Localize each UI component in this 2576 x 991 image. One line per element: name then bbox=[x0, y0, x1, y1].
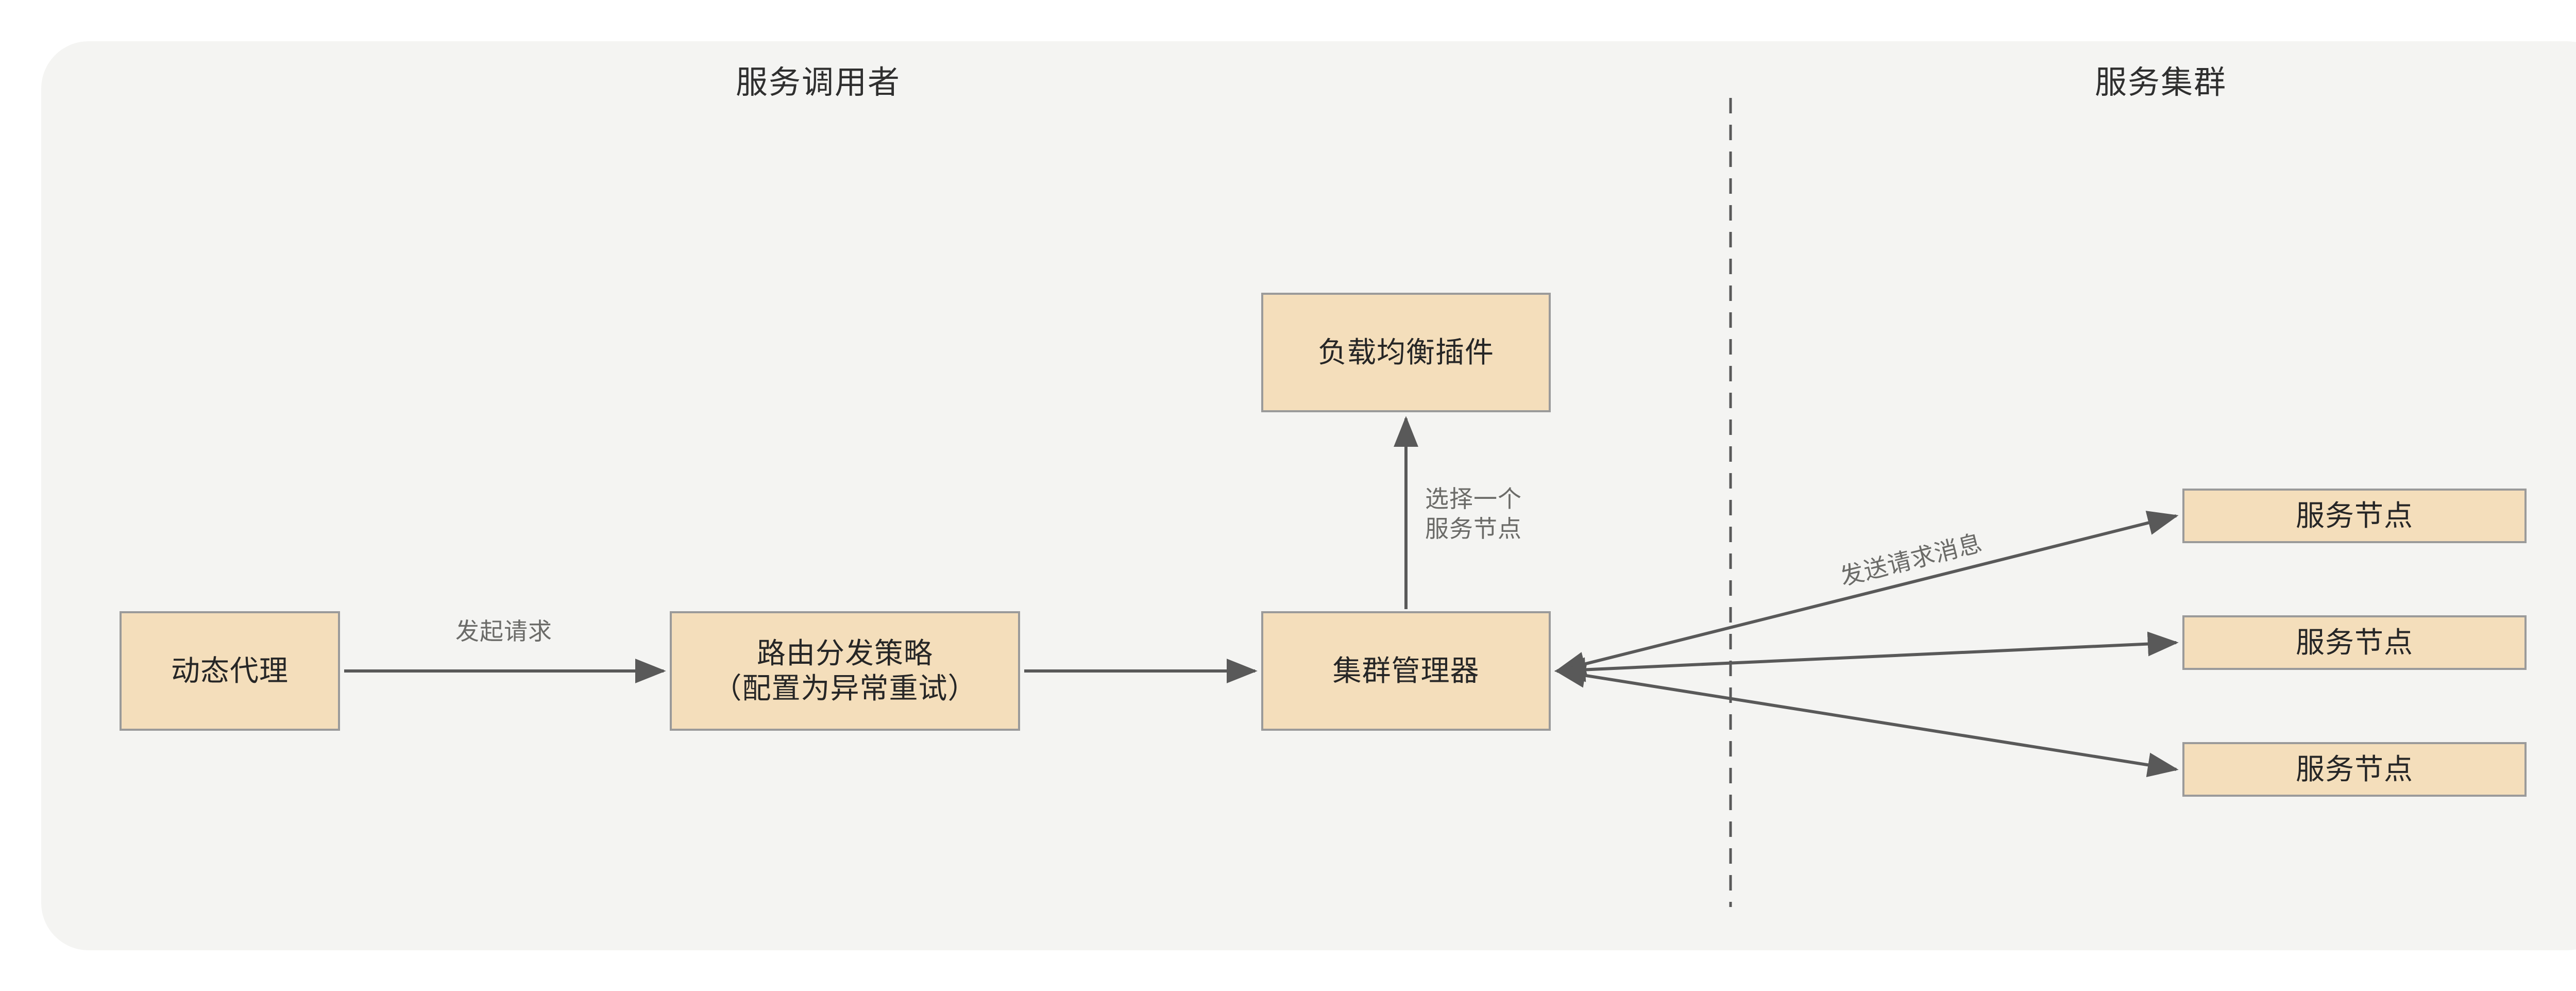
lane-title-caller: 服务调用者 bbox=[735, 65, 901, 100]
node-service-node-2[interactable]: 服务节点 bbox=[2182, 615, 2527, 670]
node-service-node-1[interactable]: 服务节点 bbox=[2182, 489, 2527, 543]
edge-label-cluster-to-lb: 选择一个 服务节点 bbox=[1425, 485, 1522, 542]
node-route-policy[interactable]: 路由分发策略 （配置为异常重试） bbox=[670, 611, 1020, 731]
diagram-card bbox=[41, 41, 2576, 950]
edge-label-proxy-to-route: 发起请求 bbox=[455, 618, 552, 645]
node-dynamic-proxy[interactable]: 动态代理 bbox=[120, 611, 340, 731]
node-cluster-manager[interactable]: 集群管理器 bbox=[1261, 611, 1551, 731]
lane-title-cluster: 服务集群 bbox=[2094, 65, 2227, 100]
node-service-node-3[interactable]: 服务节点 bbox=[2182, 742, 2527, 797]
node-lb-plugin[interactable]: 负载均衡插件 bbox=[1261, 293, 1551, 412]
